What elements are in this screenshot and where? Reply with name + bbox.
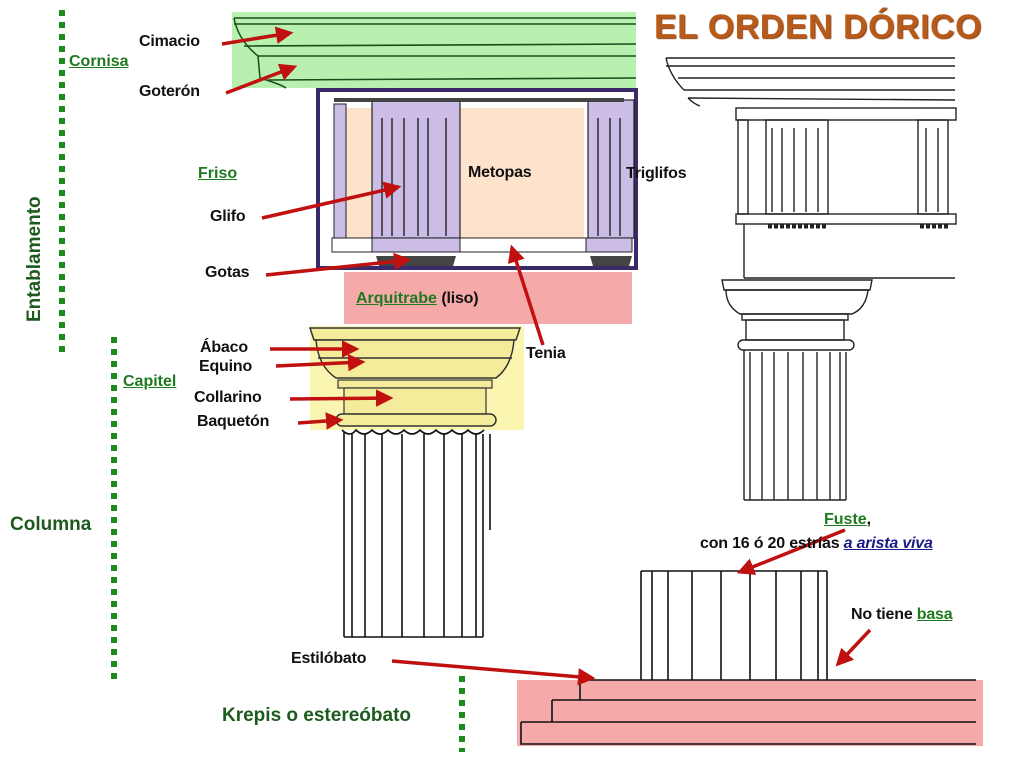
section-capitel: Capitel [123,373,177,390]
group-entablamento: Entablamento [24,196,45,322]
arrow-basa [835,628,872,667]
label-baqueton: Baquetón [197,413,270,430]
label-equino: Equino [199,358,253,375]
fuste-desc: con 16 ó 20 estrías [700,535,844,552]
arrow-collarino [289,389,394,407]
page-title: EL ORDEN DÓRICO [654,8,983,46]
label-estilobato: Estilóbato [291,650,367,667]
arrow-baqueton [297,412,344,430]
basa-label: basa [916,606,953,623]
fuste-drawing-left [341,428,491,638]
label-gotas: Gotas [205,264,250,281]
label-collarino: Collarino [194,389,262,406]
pointer-arrows [221,26,872,686]
arrow-equino [275,353,366,372]
fuste-description: con 16 ó 20 estrías a arista viva [700,535,933,553]
label-glifo: Glifo [210,208,246,225]
group-krepis: Krepis o estereóbato [222,705,411,726]
section-arquitrabe: Arquitrabe (liso) [356,290,479,308]
arrow-glifo [261,181,402,220]
label-cimacio: Cimacio [139,33,200,50]
label-triglifos: Triglifos [626,165,687,182]
section-friso: Friso [198,165,238,182]
fuste-label: Fuste [824,511,867,528]
label-tenia: Tenia [526,345,566,362]
friso-drawing [316,88,638,270]
group-columna: Columna [10,514,92,535]
section-cornisa: Cornisa [69,53,129,70]
label-goteron: Goterón [139,83,200,100]
arrow-estilobato [391,659,596,686]
basa-prefix: No tiene [851,606,917,623]
fuste-drawing-bottom [640,570,828,680]
arrow-cimacio [221,26,294,46]
arrow-fuste [736,528,846,575]
capitel-drawing [308,326,524,430]
cornisa-drawing [232,12,637,89]
arrow-goteron [225,63,298,95]
label-abaco: Ábaco [200,339,248,356]
fuste-title: Fuste, [824,511,871,529]
arrow-gotas [265,252,412,277]
line-drawing-right [665,57,957,501]
arquitrabe-drawing [344,272,632,324]
arista-viva-link[interactable]: a arista viva [843,535,933,552]
krepis-drawing [517,679,983,746]
arrow-tenia [507,244,545,346]
fuste-comma: , [866,511,871,528]
basa-note: No tiene basa [851,606,953,624]
arquitrabe-note: (liso) [441,290,479,307]
metope [460,108,584,240]
triglyph [371,99,461,239]
arquitrabe-label: Arquitrabe [356,290,437,307]
label-metopas: Metopas [468,164,532,181]
